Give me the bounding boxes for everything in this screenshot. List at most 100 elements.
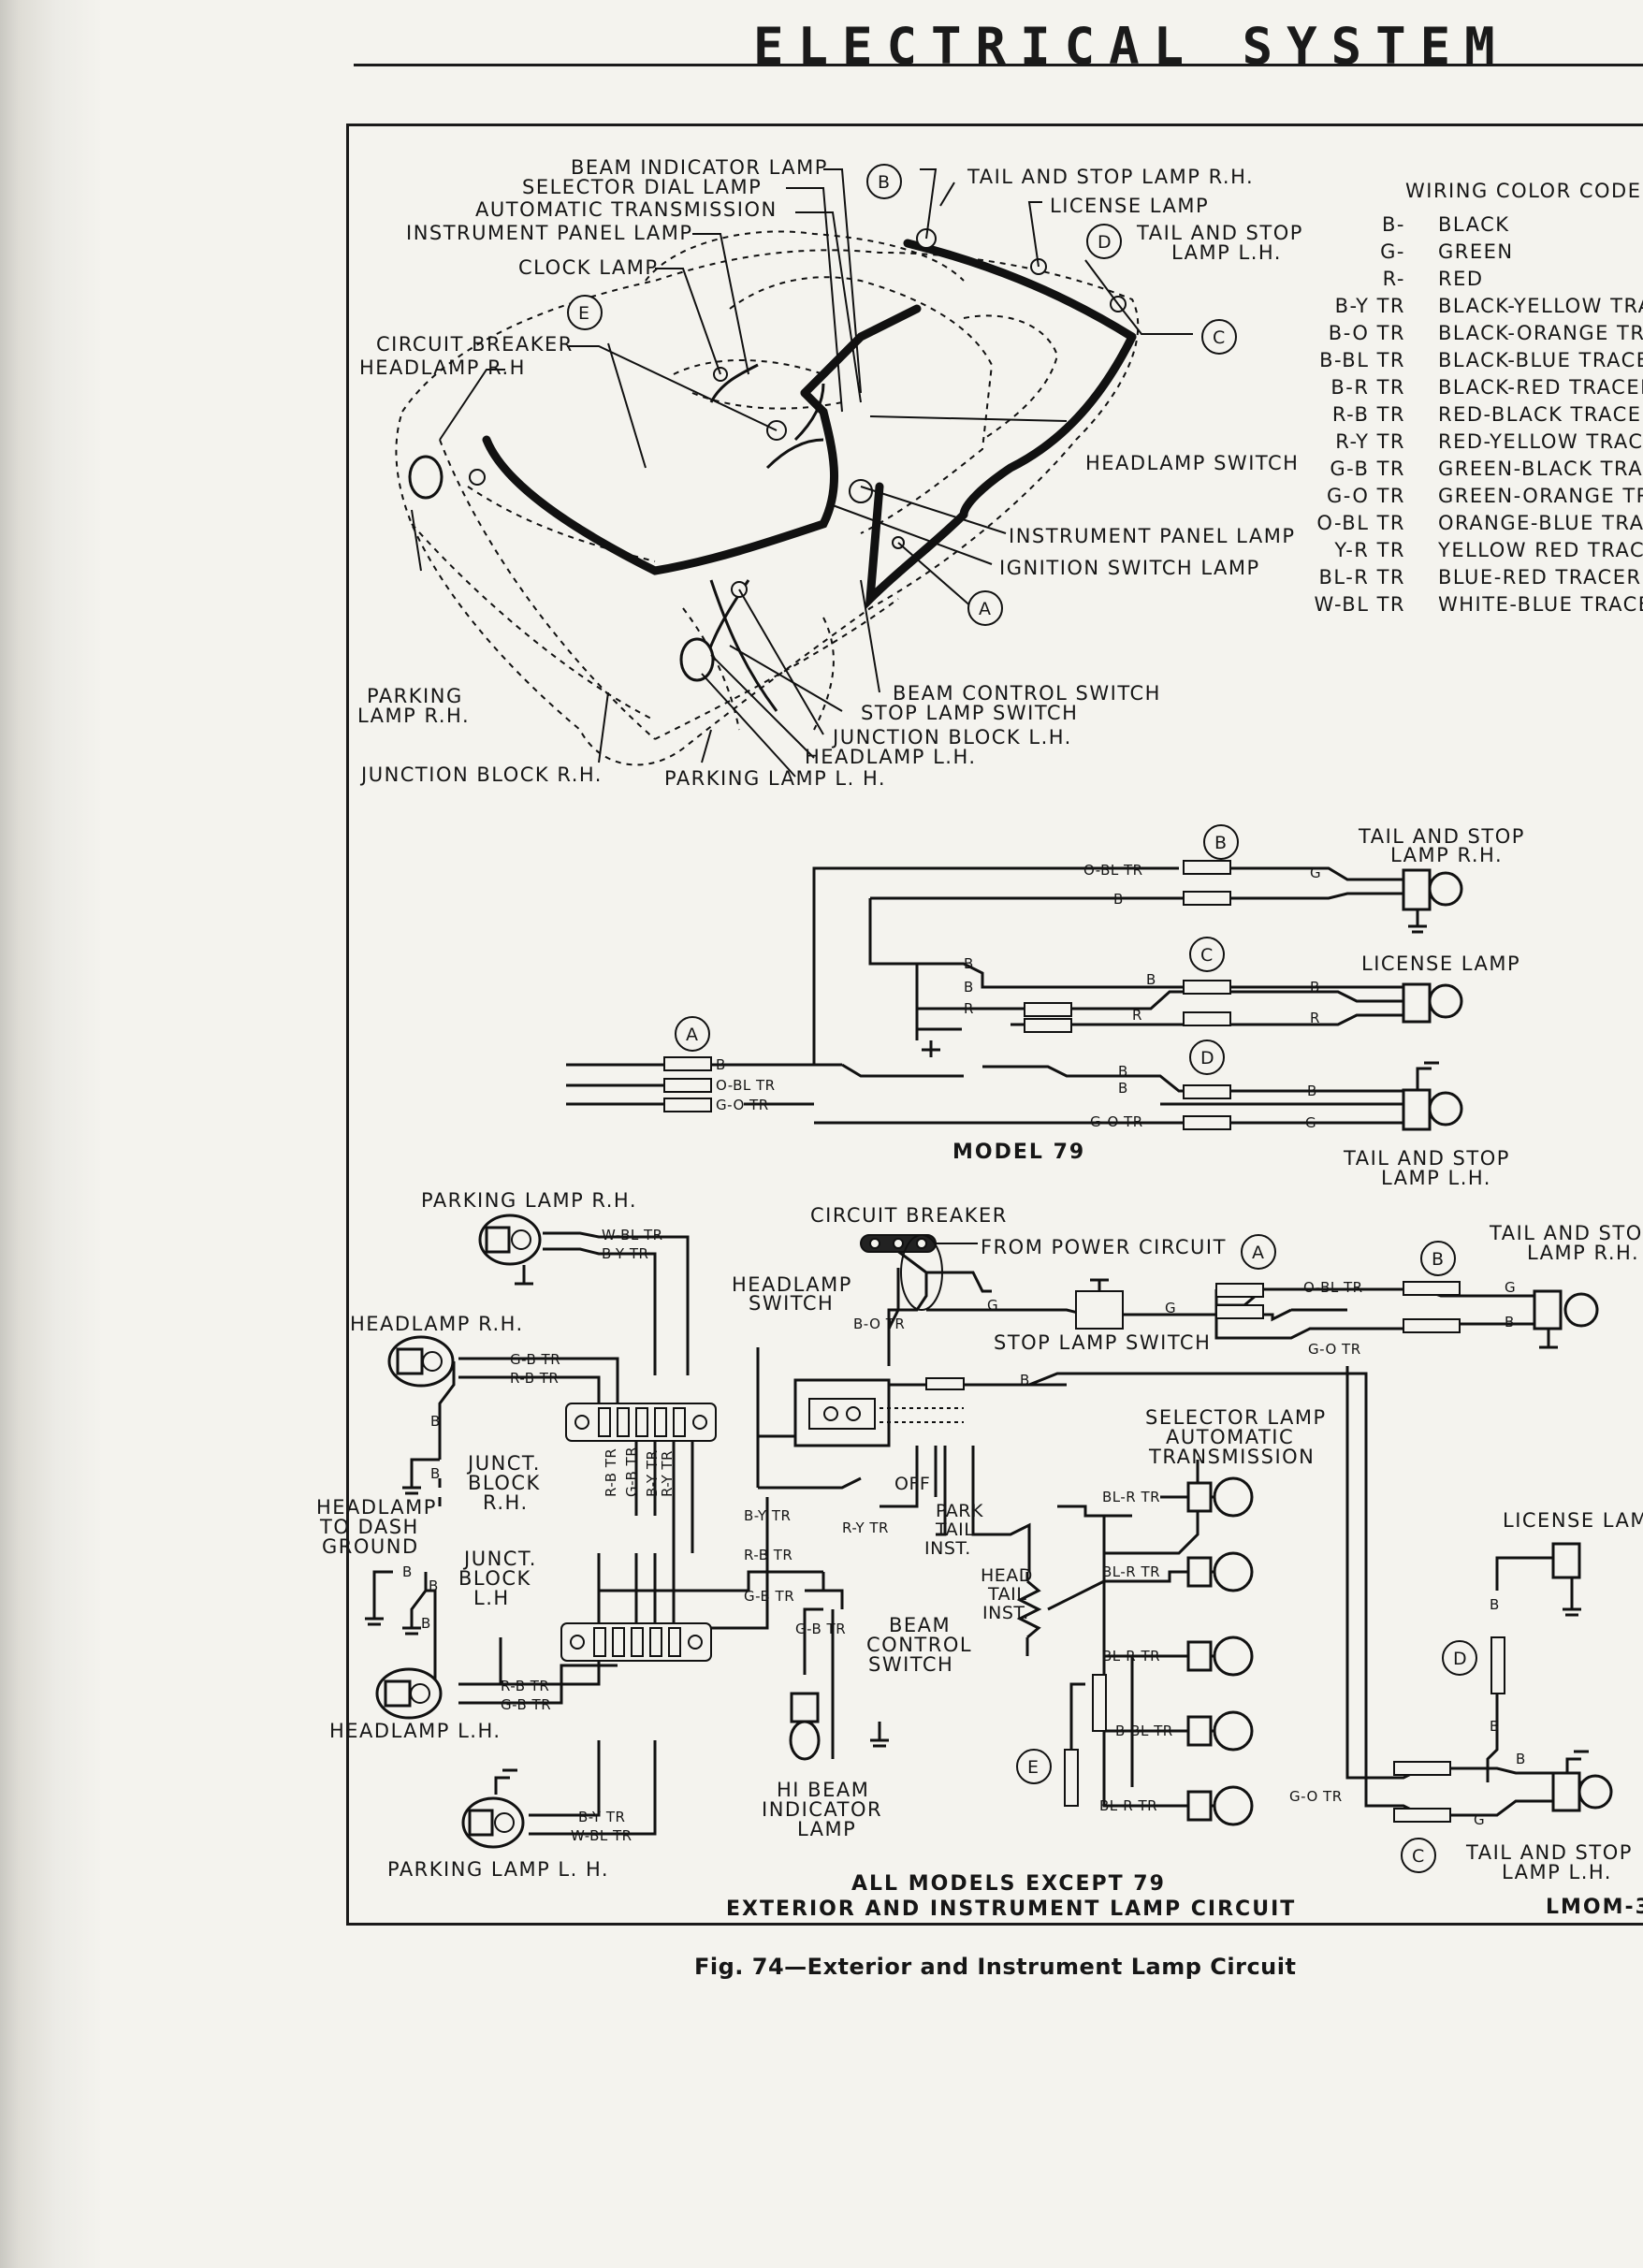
junction-block-rh-body [565, 1403, 717, 1442]
color-code-entry-name: GREEN-BLACK TRACER [1438, 458, 1643, 480]
color-code-entry-code: W-BL TR [1315, 593, 1405, 616]
wire-go-right: G-O TR [1308, 1341, 1361, 1358]
label-headlamp-rh: HEADLAMP R.H [359, 356, 526, 379]
wire-obl-right: O-BL TR [1303, 1279, 1363, 1296]
m79-wire-b-tail-lh: B [1307, 1083, 1317, 1099]
label-tail-stop-lh-1: TAIL AND STOP [1465, 1841, 1633, 1864]
wire-b-tail-lh: B [1516, 1751, 1526, 1767]
m79-wire-b-c2: B [964, 979, 974, 996]
label-junct-lh-1: JUNCT. [462, 1548, 537, 1570]
color-code-entry-code: B-Y TR [1335, 295, 1405, 317]
label-beam-control-3: SWITCH [868, 1653, 953, 1676]
m79-wire-r-license-2: R [1310, 1010, 1320, 1026]
m79-callout-C: C [1189, 937, 1225, 972]
color-code-entry-name: ORANGE-BLUE TRACER [1438, 512, 1643, 534]
color-code-entry-name: GREEN-ORANGE TRACER [1438, 485, 1643, 507]
label-tail-stop-rh: TAIL AND STOP LAMP R.H. [967, 166, 1254, 188]
svg-text:D: D [1098, 232, 1112, 253]
wire-blr-sel-3: BL-R TR [1102, 1648, 1160, 1665]
svg-text:A: A [686, 1025, 699, 1045]
label-circuit-breaker: CIRCUIT BREAKER [810, 1204, 1008, 1227]
label-beam-indicator-lamp: BEAM INDICATOR LAMP [571, 156, 828, 179]
label-head-2: TAIL [987, 1584, 1026, 1605]
svg-text:A: A [979, 599, 992, 619]
all-models-schematic: A B C D E W-BL TR B-Y TR G-B TR R-B TR B… [316, 1189, 1643, 1921]
m79-label-tail-stop-lh-2: LAMP L.H. [1381, 1167, 1491, 1189]
label-head-1: HEAD [981, 1565, 1033, 1586]
svg-text:C: C [1412, 1846, 1425, 1867]
svg-text:C: C [1200, 945, 1214, 966]
label-junct-rh-1: JUNCT. [466, 1452, 541, 1475]
label-clock-lamp: CLOCK LAMP [518, 256, 659, 279]
color-code-entry-name: RED [1438, 268, 1484, 290]
label-ignition-switch-lamp: IGNITION SWITCH LAMP [999, 557, 1260, 579]
m79-wire-b-top: B [1113, 891, 1124, 908]
label-hi-beam-1: HI BEAM [777, 1779, 869, 1801]
color-code-entry-name: YELLOW RED TRACER [1437, 539, 1643, 561]
m79-wire-b-license: B [1146, 971, 1156, 988]
color-code-entry-code: B-O TR [1329, 322, 1405, 344]
label-junct-rh-3: R.H. [483, 1491, 529, 1514]
label-selector-lamp-1: SELECTOR LAMP [1145, 1406, 1327, 1429]
label-headlamp-switch: HEADLAMP SWITCH [1085, 452, 1299, 474]
wire-by-vertical: B-Y TR [644, 1450, 661, 1497]
wire-b-ground-3: B [421, 1615, 431, 1632]
label-beam-control-2: CONTROL [866, 1634, 972, 1656]
m79-wire-b-c1: B [964, 955, 974, 972]
parking-lamp-lh-icon [461, 1796, 525, 1849]
page-edge-shadow [0, 0, 103, 2268]
m79-callout-B: B [1203, 824, 1239, 860]
color-code-entry-name: BLACK [1438, 213, 1510, 236]
all-license-lamp [1551, 1542, 1581, 1617]
m79-wire-b-a1: B [716, 1056, 726, 1073]
label-headlamp-ground-1: HEADLAMP [316, 1496, 437, 1519]
label-selector-dial-lamp: SELECTOR DIAL LAMP [522, 176, 762, 198]
label-selector-lamp-3: TRANSMISSION [1148, 1446, 1315, 1468]
hi-beam-indicator-lamp-icon [789, 1692, 821, 1761]
parking-lamp-rh-icon [478, 1214, 542, 1286]
m79-label-tail-stop-rh-2: LAMP R.H. [1390, 844, 1503, 866]
label-tail-stop-lh-2: LAMP L.H. [1502, 1861, 1612, 1883]
wire-gb-hibeam: G-B TR [795, 1621, 846, 1637]
label-junction-block-lh: JUNCTION BLOCK L.H. [831, 726, 1072, 749]
all-callout-A: A [1241, 1234, 1276, 1270]
wire-g-stop-1: G [987, 1297, 998, 1314]
label-instrument-panel-lamp: INSTRUMENT PANEL LAMP [406, 222, 693, 244]
wire-b-license-1: B [1490, 1596, 1500, 1613]
header-rule [354, 64, 1643, 66]
svg-text:D: D [1453, 1649, 1468, 1669]
m79-wire-b-d2: B [1118, 1080, 1128, 1097]
color-code-entry-name: BLACK-RED TRACER [1438, 376, 1643, 399]
wire-b-stop-switch: B [1020, 1372, 1030, 1388]
label-stop-lamp-switch: STOP LAMP SWITCH [994, 1331, 1211, 1354]
figure-frame [346, 124, 1643, 1926]
wire-rb-headlamp-lh: R-B TR [501, 1678, 549, 1694]
wiring-color-code-legend: WIRING COLOR CODE B-G-R-B-Y TRB-O TRB-BL… [1315, 180, 1643, 616]
wire-bbl-sel: B-BL TR [1115, 1723, 1173, 1739]
color-code-entry-code: R-Y TR [1335, 430, 1405, 453]
color-code-entry-code: B- [1382, 213, 1405, 236]
all-callout-D: D [1442, 1640, 1477, 1676]
svg-text:B: B [1432, 1249, 1445, 1270]
m79-wire-b-d1: B [1118, 1063, 1128, 1080]
color-code-entry-name: BLACK-ORANGE TRACER [1438, 322, 1643, 344]
label-headlamp-rh: HEADLAMP R.H. [350, 1313, 524, 1335]
wire-gb-headlamp-lh: G-B TR [501, 1696, 551, 1713]
wire-g-stop-2: G [1165, 1300, 1176, 1316]
label-headlamp-switch-2: SWITCH [749, 1292, 834, 1315]
label-tail-stop-rh-1: TAIL AND STOP [1489, 1222, 1643, 1244]
m79-tail-stop-lh-lamp [1402, 1061, 1463, 1131]
svg-text:A: A [1252, 1243, 1265, 1263]
label-tail-stop-rh-2: LAMP R.H. [1527, 1242, 1639, 1264]
svg-text:E: E [1027, 1757, 1040, 1778]
label-tail-stop-lh-1: TAIL AND STOP [1136, 222, 1303, 244]
wire-g-tail-rh: G [1505, 1279, 1516, 1296]
wire-g-tail-lh: G [1474, 1811, 1485, 1828]
color-code-entry-name: BLUE-RED TRACER [1438, 566, 1642, 589]
wire-gb-vertical: G-B TR [623, 1447, 640, 1497]
label-headlamp-switch-1: HEADLAMP [732, 1273, 852, 1296]
color-code-entry-code: R-B TR [1332, 403, 1405, 426]
m79-callout-A: A [675, 1016, 710, 1052]
